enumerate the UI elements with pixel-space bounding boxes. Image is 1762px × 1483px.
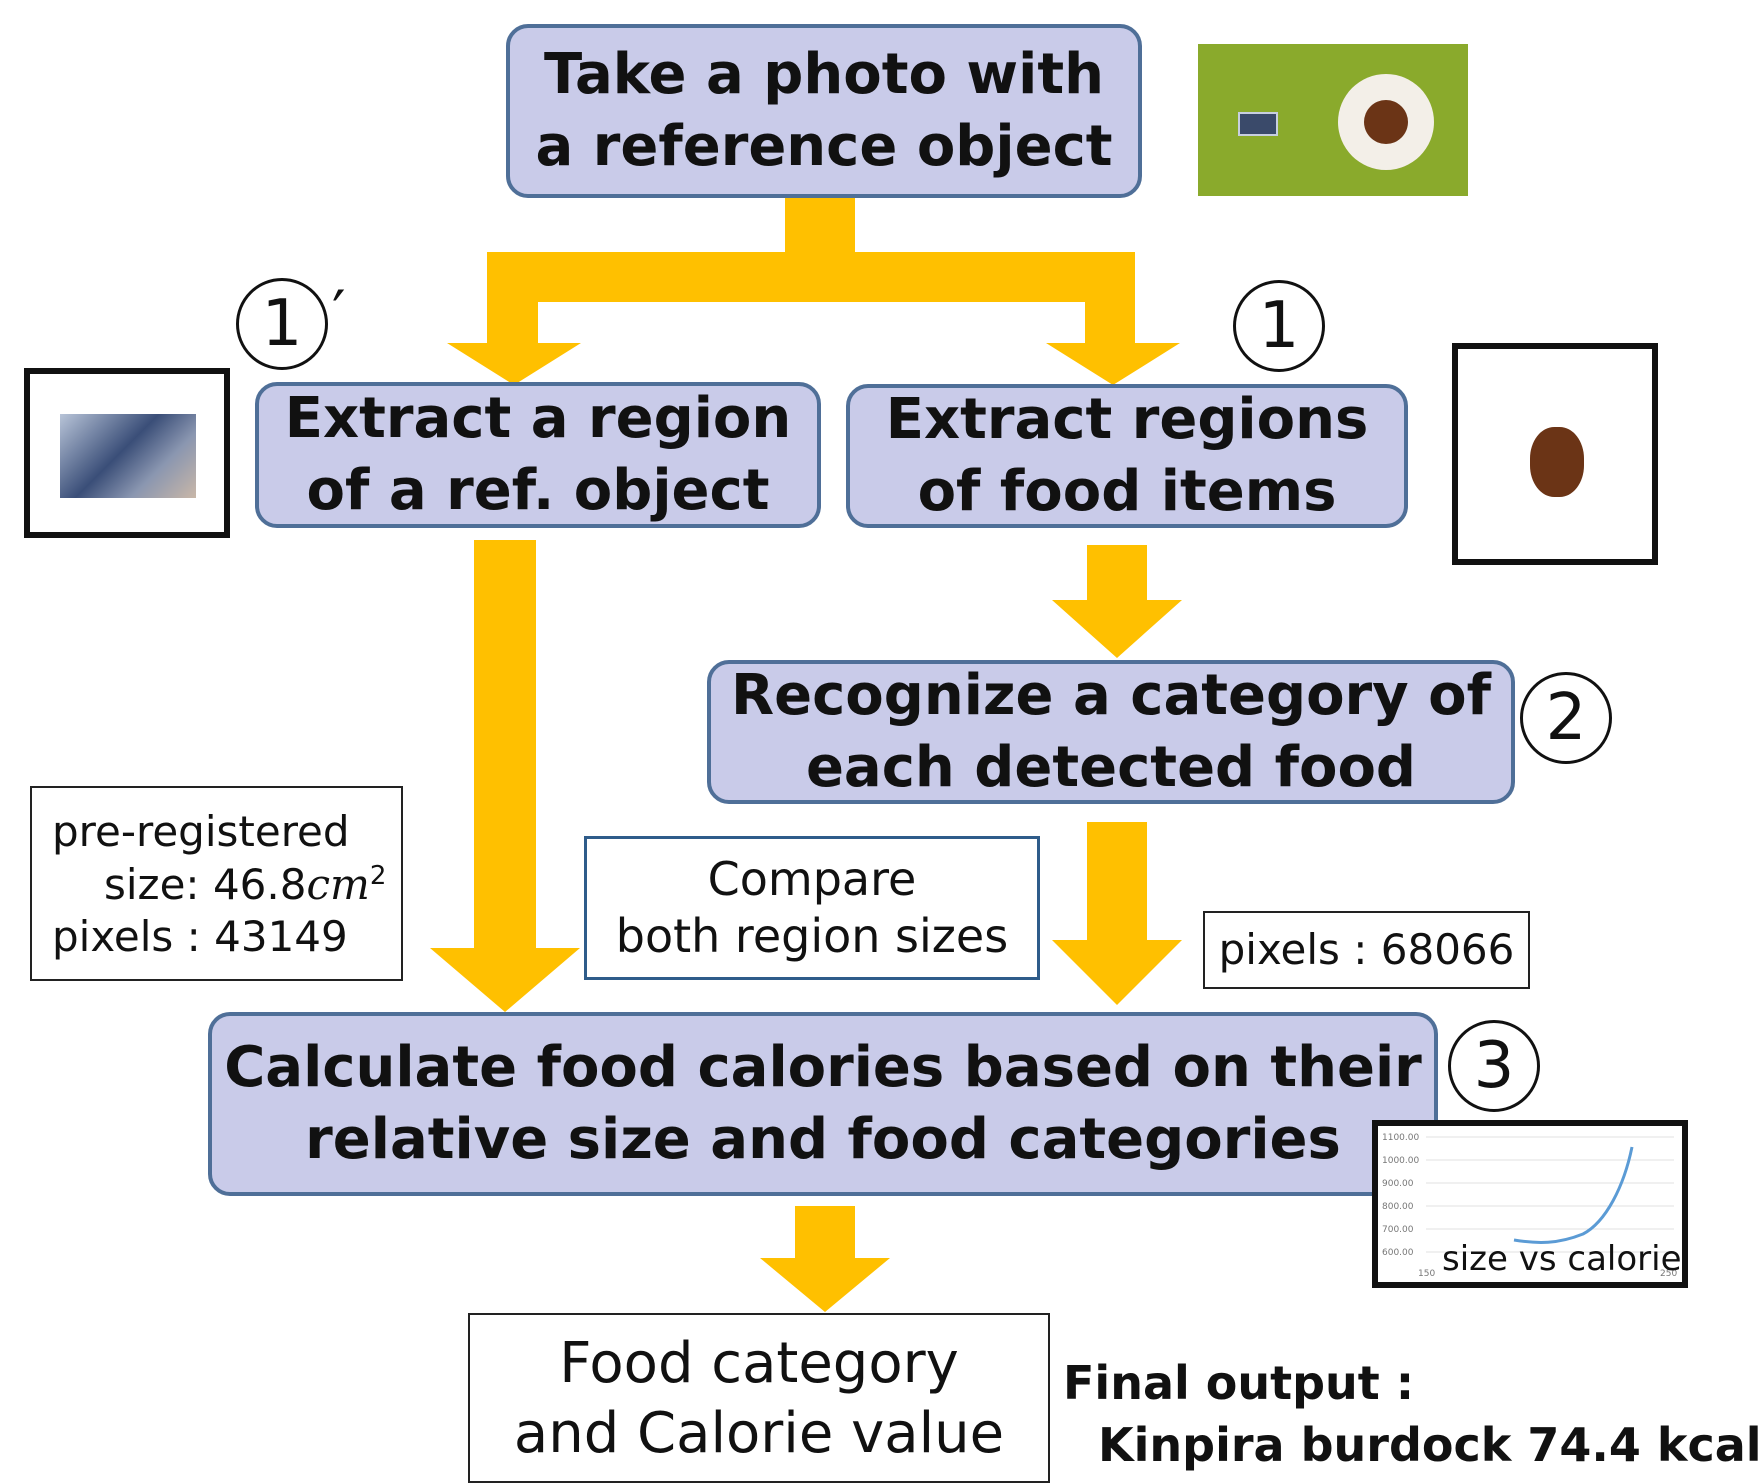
x-tick-1: 250 bbox=[1660, 1269, 1677, 1279]
marker-prime-symbol: ′ bbox=[332, 278, 346, 348]
output-down-arrow bbox=[760, 1206, 890, 1312]
x-tick-0: 150 bbox=[1418, 1269, 1435, 1279]
food-plate-image bbox=[1338, 74, 1434, 170]
marker-one: 1 bbox=[1233, 280, 1325, 372]
ref-down-arrow bbox=[430, 540, 580, 1012]
final-output-value: Kinpira burdock 74.4 kcal bbox=[1098, 1418, 1762, 1472]
step-extract-food-regions: Extract regions of food items bbox=[846, 384, 1408, 528]
pre-registered-size: size: 46.8cm2 bbox=[104, 859, 387, 909]
step-take-photo-line2: a reference object bbox=[535, 114, 1113, 179]
compare-note: Compare both region sizes bbox=[584, 836, 1040, 980]
marker-one-circle: 1 bbox=[1233, 280, 1325, 372]
step-extract-ref-region: Extract a region of a ref. object bbox=[255, 382, 821, 528]
size-calorie-curve bbox=[1513, 1146, 1634, 1244]
step-recognize-category: Recognize a category of each detected fo… bbox=[707, 660, 1515, 804]
food-pixels-value: pixels : 68066 bbox=[1218, 924, 1515, 974]
flow-arrows bbox=[430, 195, 1182, 1312]
step-extract-food-line2: of food items bbox=[917, 459, 1337, 524]
marker-three: 3 bbox=[1448, 1020, 1540, 1112]
food-pixels-note: pixels : 68066 bbox=[1203, 911, 1530, 989]
pre-registered-pixels: pixels : 43149 bbox=[52, 912, 348, 961]
marker-one-prime-circle: 1 bbox=[236, 278, 328, 370]
step-take-photo: Take a photo with a reference object bbox=[506, 24, 1142, 198]
y-tick-5: 600.00 bbox=[1382, 1248, 1414, 1258]
y-tick-3: 800.00 bbox=[1382, 1202, 1414, 1212]
marker-two: 2 bbox=[1520, 672, 1612, 764]
step-calculate-line2: relative size and food categories bbox=[305, 1107, 1341, 1172]
y-tick-2: 900.00 bbox=[1382, 1179, 1414, 1189]
pre-registered-label: pre-registered bbox=[52, 807, 350, 856]
food-down-arrow bbox=[1052, 545, 1182, 658]
step-calculate-calories: Calculate food calories based on their r… bbox=[208, 1012, 1438, 1196]
step-extract-food-line1: Extract regions bbox=[885, 387, 1369, 453]
step-extract-ref-line2: of a ref. object bbox=[306, 458, 770, 523]
step-calculate-line1: Calculate food calories based on their bbox=[224, 1035, 1422, 1101]
step-recognize-line1: Recognize a category of bbox=[730, 663, 1492, 729]
y-tick-0: 1100.00 bbox=[1382, 1133, 1419, 1143]
compare-line2: both region sizes bbox=[615, 909, 1009, 963]
y-tick-1: 1000.00 bbox=[1382, 1156, 1419, 1166]
output-line1: Food category bbox=[559, 1331, 959, 1396]
input-photo bbox=[1198, 44, 1468, 196]
size-vs-calorie-chart: 1100.00 1000.00 900.00 800.00 700.00 600… bbox=[1372, 1120, 1688, 1288]
marker-three-circle: 3 bbox=[1448, 1020, 1540, 1112]
pre-registered-note: pre-registered size: 46.8cm2 pixels : 43… bbox=[30, 786, 403, 981]
output-line2: and Calorie value bbox=[513, 1401, 1005, 1466]
step-recognize-line2: each detected food bbox=[805, 735, 1417, 800]
reference-crop-image bbox=[24, 368, 230, 538]
step-take-photo-line1: Take a photo with bbox=[544, 42, 1104, 108]
reference-card-image bbox=[1238, 112, 1278, 136]
final-output-label: Final output : bbox=[1063, 1356, 1415, 1410]
split-arrow bbox=[447, 195, 1180, 385]
mini-chart-caption: size vs calorie bbox=[1442, 1239, 1682, 1279]
compare-line1: Compare bbox=[707, 851, 917, 906]
marker-one-prime: 1′ bbox=[236, 278, 346, 370]
marker-two-circle: 2 bbox=[1520, 672, 1612, 764]
food-crop-image bbox=[1452, 343, 1658, 565]
mini-chart-svg: 1100.00 1000.00 900.00 800.00 700.00 600… bbox=[1382, 1133, 1677, 1279]
output-box: Food category and Calorie value bbox=[468, 1313, 1050, 1483]
category-down-arrow bbox=[1052, 822, 1182, 1005]
y-tick-4: 700.00 bbox=[1382, 1225, 1414, 1235]
step-extract-ref-line1: Extract a region bbox=[284, 386, 792, 452]
